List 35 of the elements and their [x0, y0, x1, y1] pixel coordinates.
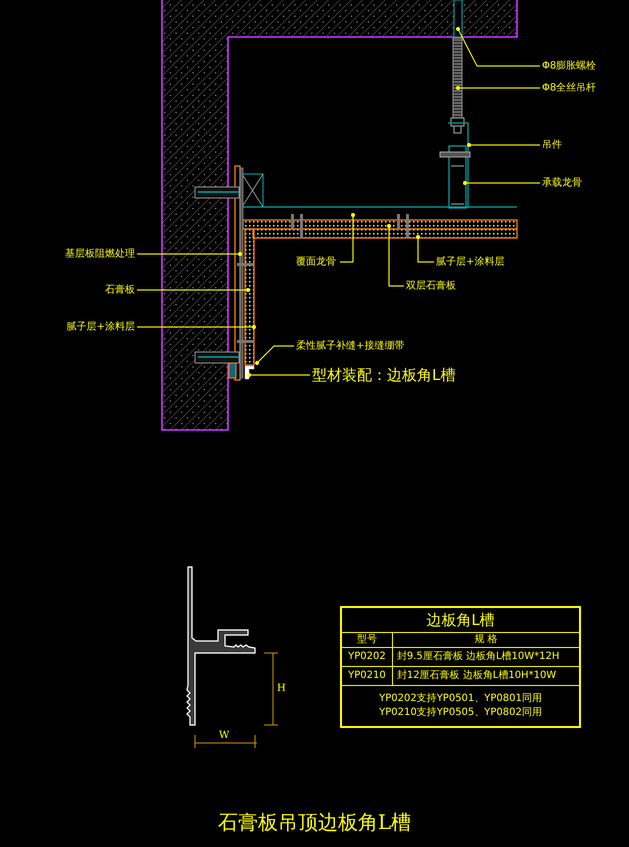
leader-line [463, 181, 540, 185]
leader-line [136, 325, 256, 329]
leader-line [387, 224, 404, 286]
table-header: 规 格 [392, 632, 580, 648]
callout-label: Φ8膨胀螺栓 [542, 60, 596, 72]
leader-line [136, 288, 250, 292]
dimension-label: W [219, 731, 230, 741]
leader-line [456, 27, 540, 66]
leader-line [456, 86, 540, 90]
table-cell: YP0202 [341, 648, 392, 666]
table-cell: YP0210 [341, 666, 392, 686]
leader-line [340, 213, 355, 262]
table-cell: 封12厘石膏板 边板角L槽10H*10W [392, 666, 580, 686]
leader-line [255, 346, 294, 365]
callout-label: 承载龙骨 [542, 178, 582, 188]
note-text: YP0210支持YP0505、YP0802同用 [378, 706, 543, 720]
callout-label: Φ8全丝吊杆 [542, 82, 596, 94]
note-text: YP0202支持YP0501、YP0801同用 [378, 692, 543, 706]
callout-label: 双层石膏板 [406, 280, 456, 292]
table-cell: 封9.5厘石膏板 边板角L槽10W*12H [392, 648, 580, 666]
callout-label: 腻子层+涂料层 [66, 322, 135, 332]
leader-line [416, 235, 434, 262]
callout-label: 基层板阻燃处理 [65, 248, 135, 260]
dimension-label: H [277, 684, 286, 694]
table-header: 型号 [341, 632, 392, 648]
callout-label: 吊件 [542, 140, 562, 150]
drawing-caption: 石膏板吊顶边板角L槽 [216, 810, 412, 834]
callout-label: 覆面龙骨 [296, 256, 336, 268]
callout-label: 腻子层+涂料层 [436, 256, 504, 268]
callout-label: 石膏板 [105, 284, 135, 296]
leader-line [467, 143, 540, 147]
callout-label: 柔性腻子补缝+接缝绷带 [296, 340, 404, 352]
callout-label: 型材装配：边板角L槽 [312, 366, 456, 384]
leader-line [136, 252, 242, 256]
leader-line [247, 373, 310, 377]
